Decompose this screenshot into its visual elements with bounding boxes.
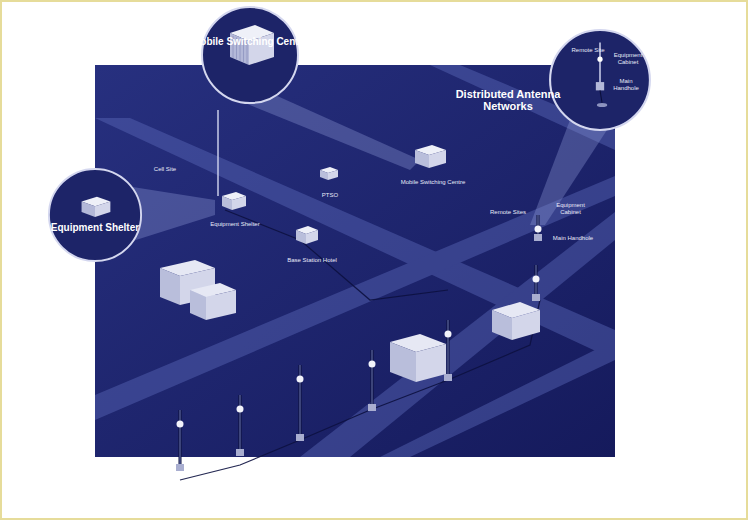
text-holder: Mobile Switching Centre [398,170,468,188]
text-holder: Equipment Shelter [205,212,265,230]
text-holder: Main Handhole [606,76,646,94]
text-holder: Main Handhole [548,226,598,244]
part-label: Equipment Cabinet [608,52,648,66]
part-label: Mobile Switching Centre [401,179,466,186]
text-holder: PTSO [305,183,355,201]
callout-title: Mobile Switching Center [192,36,308,47]
part-label: Remote Site [571,47,604,54]
callout-circle: Distributed Antenna NetworksRemote SiteE… [548,28,652,132]
callout-title: Distributed Antenna Networks [453,88,563,112]
part-label: Cell Site [154,166,176,173]
text-holder: Distributed Antenna Networks [453,88,563,114]
text-holder: Cell Site [140,157,190,175]
antenna-poles [176,215,542,471]
text-holder: Remote Sites [488,200,528,218]
text-holder: Mobile Switching Center [170,31,330,49]
circle-outline [200,5,300,105]
circle-outline [47,167,143,263]
text-holder: Equipment Shelter [45,217,145,235]
text-holder: Equipment Cabinet [608,50,648,68]
circle-outline [548,28,652,132]
part-label: Equipment Shelter [210,221,259,228]
part-label: Main Handhole [553,235,593,242]
part-label: Base Station Hotel [287,257,337,264]
part-label: PTSO [322,192,338,199]
text-holder: Remote Site [568,38,608,56]
callout-circle: Mobile Switching Center [200,5,300,105]
callout-title: Equipment Shelter [51,222,139,233]
part-label: Main Handhole [606,78,646,92]
part-label: Remote Sites [490,209,526,216]
text-holder: Equipment Cabinet [548,200,593,218]
part-label: Equipment Cabinet [548,202,593,216]
text-holder: Base Station Hotel [282,248,342,266]
callout-circle: Equipment Shelter [47,167,143,263]
